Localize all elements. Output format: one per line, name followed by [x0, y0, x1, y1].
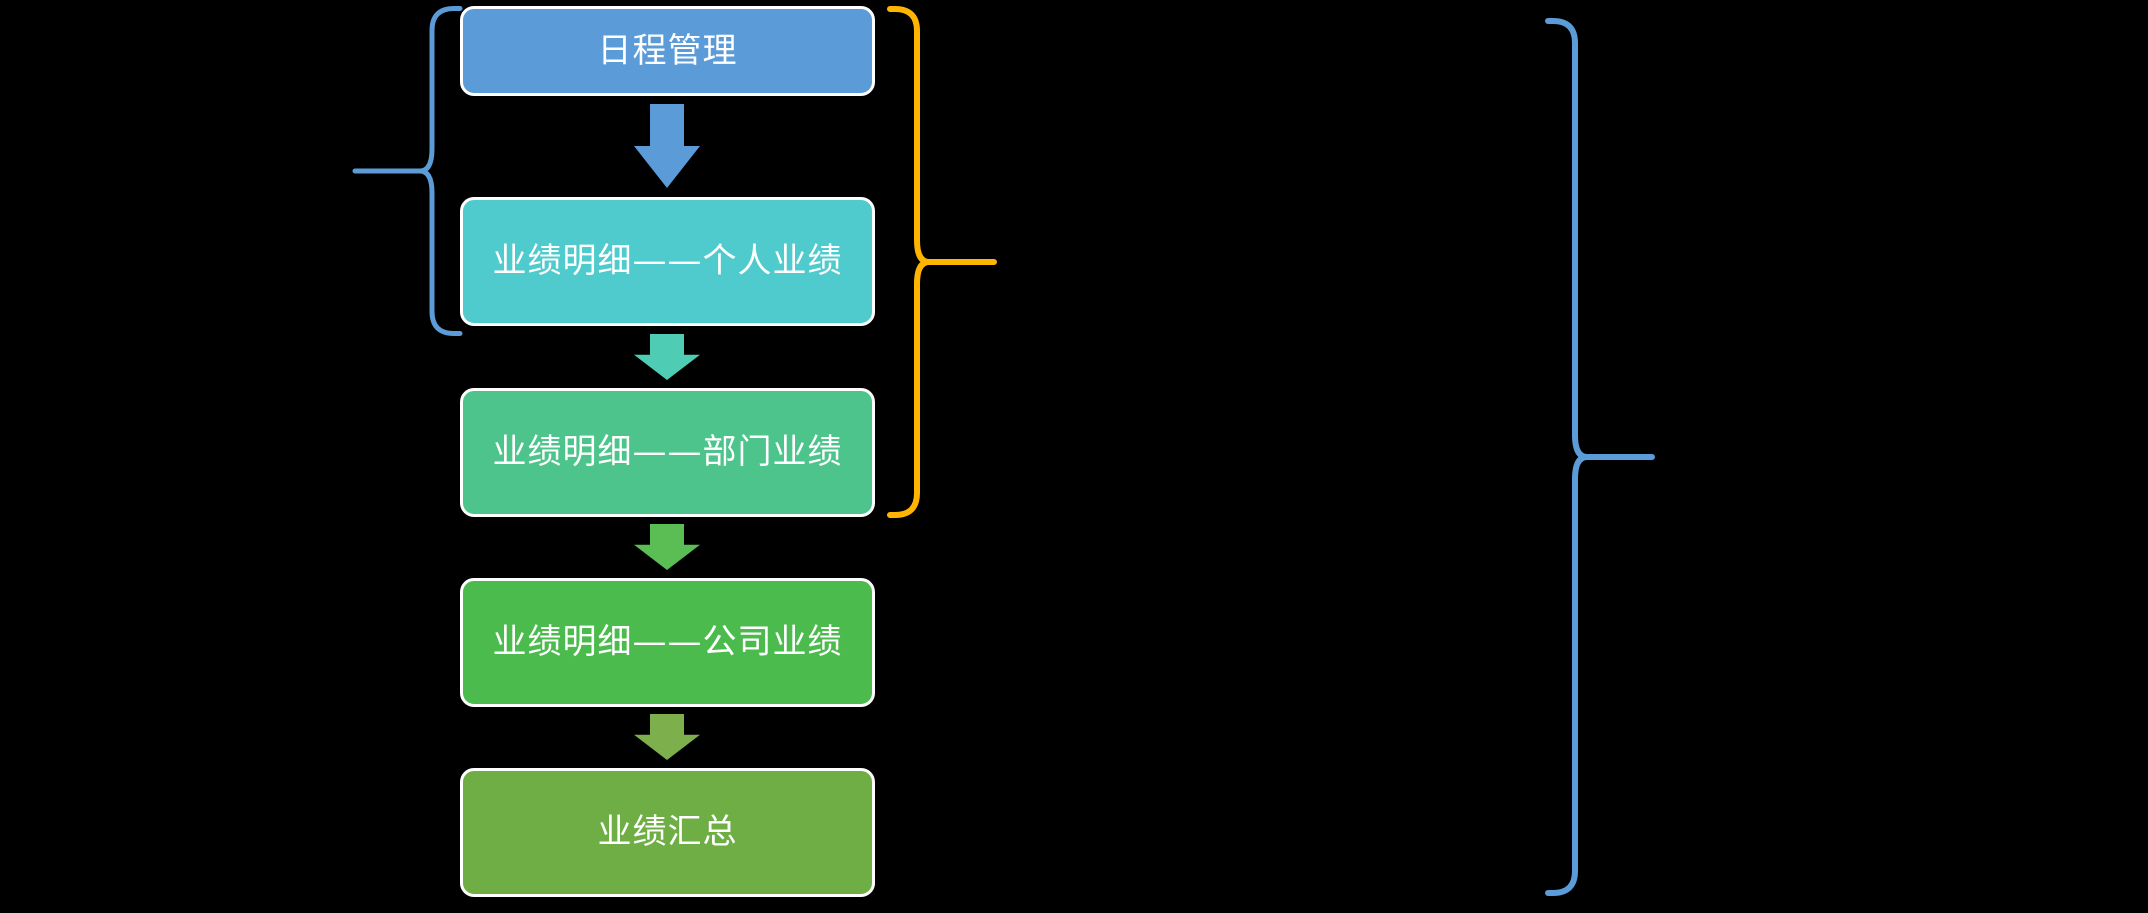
flow-node-performance-personal[interactable]: 业绩明细——个人业绩: [460, 197, 875, 326]
brace-left-blue: [352, 6, 465, 336]
flow-arrow-schedule-to-personal: [634, 104, 700, 188]
flow-node-label: 业绩明细——部门业绩: [492, 432, 843, 473]
brace-middle-orange: [884, 6, 997, 518]
flow-node-performance-department[interactable]: 业绩明细——部门业绩: [460, 388, 875, 517]
flow-node-label: 日程管理: [597, 30, 738, 71]
flow-node-schedule-management[interactable]: 日程管理: [460, 6, 875, 96]
flow-node-performance-company[interactable]: 业绩明细——公司业绩: [460, 578, 875, 707]
brace-right-blue: [1542, 18, 1655, 896]
flow-node-label: 业绩明细——公司业绩: [492, 622, 843, 663]
flow-node-performance-summary[interactable]: 业绩汇总: [460, 768, 875, 897]
flow-arrow-department-to-company: [634, 524, 700, 570]
flow-node-label: 业绩明细——个人业绩: [492, 241, 843, 282]
flow-arrow-personal-to-department: [634, 334, 700, 380]
flow-node-label: 业绩汇总: [597, 812, 738, 853]
flow-arrow-company-to-summary: [634, 714, 700, 760]
